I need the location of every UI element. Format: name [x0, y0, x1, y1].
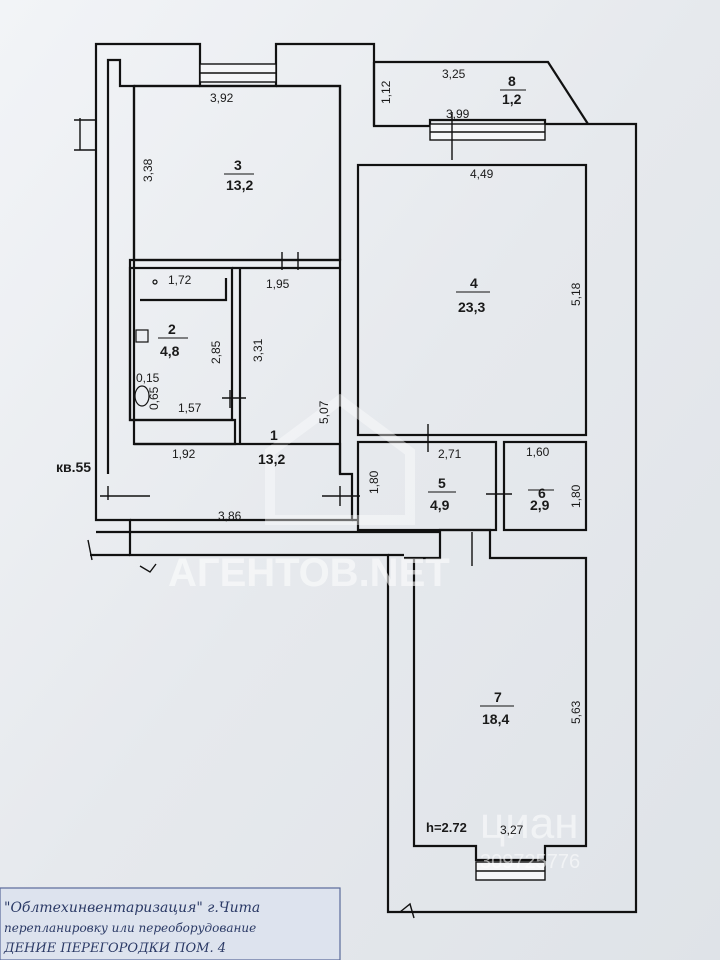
bath-inner-wall: [140, 278, 228, 302]
watermark-phone: 309725776: [480, 851, 580, 873]
dim-room3-top: 3,92: [210, 91, 234, 105]
dimension-labels: 3,92 3,38 1,12 3,25 3,99 4,49 5,18 1,72 …: [136, 67, 583, 837]
watermark-house-icon: [265, 393, 415, 525]
label-rules: [158, 89, 554, 707]
dim-hall-top: 1,95: [266, 277, 290, 291]
dim-bath-small: 0,15: [136, 371, 160, 385]
room-8-number: 8: [508, 73, 516, 89]
room-2-area: 4,8: [160, 343, 180, 359]
hall-wall: [232, 266, 340, 444]
room-4-outline: [356, 163, 588, 437]
dim-room6-side: 1,80: [569, 484, 583, 508]
room-4-area: 23,3: [458, 299, 485, 315]
dim-room6-top: 1,60: [526, 445, 550, 459]
dim-room7-side: 5,63: [569, 700, 583, 724]
dim-room1-left: 1,92: [172, 447, 196, 461]
footer-line-1: "Облтехинвентаризация" г.Чита: [4, 900, 260, 916]
room-3-outline: [132, 84, 342, 262]
room-6-outline: [502, 440, 588, 532]
doors: [74, 112, 512, 919]
walls: [90, 42, 638, 914]
dim-bath-bottom: 1,57: [178, 401, 202, 415]
toilet-icon: [134, 385, 150, 407]
stair-break-right: [399, 902, 415, 919]
ceiling-height: h=2.72: [426, 820, 467, 835]
door-room3: [281, 252, 299, 270]
apartment-label: кв.55: [56, 459, 91, 475]
corridor-wall: [90, 518, 440, 557]
dim-room1-side: 5,07: [317, 400, 331, 424]
footer-line-3: ДЕНИЕ ПЕРЕГОРОДКИ ПОМ. 4: [3, 941, 226, 956]
room-6-area: 2,9: [530, 497, 550, 513]
room-7-outline: [404, 528, 588, 862]
bath-fixtures: [134, 279, 158, 407]
door-room2: [222, 390, 246, 408]
dim-room4-top: 4,49: [470, 167, 494, 181]
dim-room5-top: 2,71: [438, 447, 462, 461]
dim-room4-side: 5,18: [569, 282, 583, 306]
drain-icon: [152, 279, 158, 285]
room-7-number: 7: [494, 689, 502, 705]
room-1-area: 13,2: [258, 451, 285, 467]
dim-bath-side: 2,85: [209, 340, 223, 364]
room-7-area: 18,4: [482, 711, 509, 727]
room-4-number: 4: [470, 275, 478, 291]
dim-room4-window: 3,99: [446, 107, 470, 121]
dim-balcony-depth: 1,12: [379, 80, 393, 104]
footer-line-2: перепланировку или переоборудование: [4, 921, 256, 935]
balcony-outline: [372, 60, 589, 126]
sink-icon: [135, 329, 149, 343]
dim-bath-small2: 0,65: [147, 386, 161, 410]
watermark-agency: АГЕНТОВ.NET: [168, 551, 450, 595]
dim-balcony-width: 3,25: [442, 67, 466, 81]
room-labels: 8 1,2 3 13,2 4 23,3 2 4,8 1 13,2 5 4,9 6…: [56, 73, 550, 835]
dim-room7-bottom: 3,27: [500, 823, 524, 837]
room-1-outline: [130, 442, 354, 522]
stair-break-left: [74, 118, 96, 151]
dim-corridor-side: 1,80: [367, 470, 381, 494]
room-5-area: 4,9: [430, 497, 450, 513]
room-8-area: 1,2: [502, 91, 522, 107]
watermark-portal: циан: [480, 799, 579, 848]
room-2-number: 2: [168, 321, 176, 337]
footer-stamp: [0, 887, 341, 960]
door-room6: [486, 484, 512, 504]
windows: [199, 63, 546, 881]
dim-room1-bottom: 3,86: [218, 509, 242, 523]
dim-closet-side: 3,31: [251, 338, 265, 362]
room-5-number: 5: [438, 475, 446, 491]
stair-break-bottom: [87, 539, 157, 573]
room-6-number: 6: [538, 485, 546, 501]
dim-bath-top: 1,72: [168, 273, 192, 287]
room-3-area: 13,2: [226, 177, 253, 193]
dim-room3-side: 3,38: [141, 158, 155, 182]
door-room1-entry: [100, 486, 150, 500]
door-room1-corridor: [322, 486, 360, 506]
room-2-outline: [128, 266, 234, 422]
room-1-number: 1: [270, 427, 278, 443]
room-3-number: 3: [234, 157, 242, 173]
